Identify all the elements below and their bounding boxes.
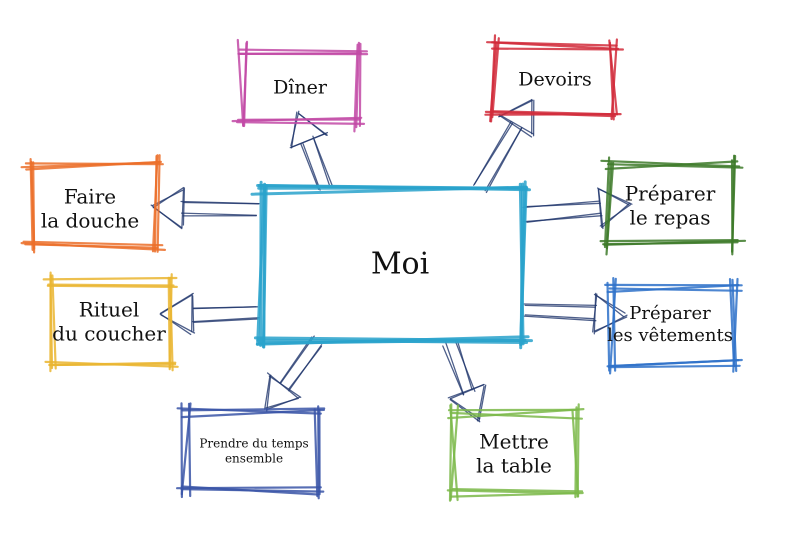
node-label-rituel-du-coucher: Rituel du coucher bbox=[52, 297, 166, 346]
node-box-prendre-du-temps-ensemble bbox=[176, 402, 326, 500]
node-label-prendre-du-temps-ensemble: Prendre du temps ensemble bbox=[199, 436, 309, 465]
node-label-diner: Dîner bbox=[273, 76, 327, 99]
node-label-mettre-la-table: Mettre la table bbox=[476, 429, 552, 478]
arrow-to-rituel-du-coucher bbox=[159, 292, 260, 336]
arrow-to-prendre-du-temps-ensemble bbox=[264, 335, 323, 413]
node-box-mettre-la-table bbox=[446, 403, 585, 502]
arrow-to-preparer-le-repas bbox=[522, 187, 633, 230]
node-box-diner bbox=[231, 38, 369, 133]
node-box-preparer-les-vetements bbox=[604, 277, 743, 375]
node-box-rituel-du-coucher bbox=[42, 271, 179, 373]
node-label-faire-la-douche: Faire la douche bbox=[40, 184, 140, 233]
arrow-to-diner bbox=[289, 110, 334, 191]
node-box-devoirs bbox=[484, 34, 625, 123]
center-box bbox=[250, 180, 533, 350]
arrow-to-mettre-la-table bbox=[442, 339, 487, 423]
arrow-to-preparer-les-vetements bbox=[523, 292, 628, 335]
node-box-preparer-le-repas bbox=[599, 154, 747, 256]
node-label-preparer-le-repas: Préparer le repas bbox=[624, 181, 716, 230]
center-label: Moi bbox=[370, 246, 430, 282]
node-label-preparer-les-vetements: Préparer les vêtements bbox=[607, 303, 733, 346]
node-box-faire-la-douche bbox=[20, 154, 166, 254]
node-label-devoirs: Devoirs bbox=[518, 68, 592, 91]
arrow-to-faire-la-douche bbox=[150, 186, 260, 230]
